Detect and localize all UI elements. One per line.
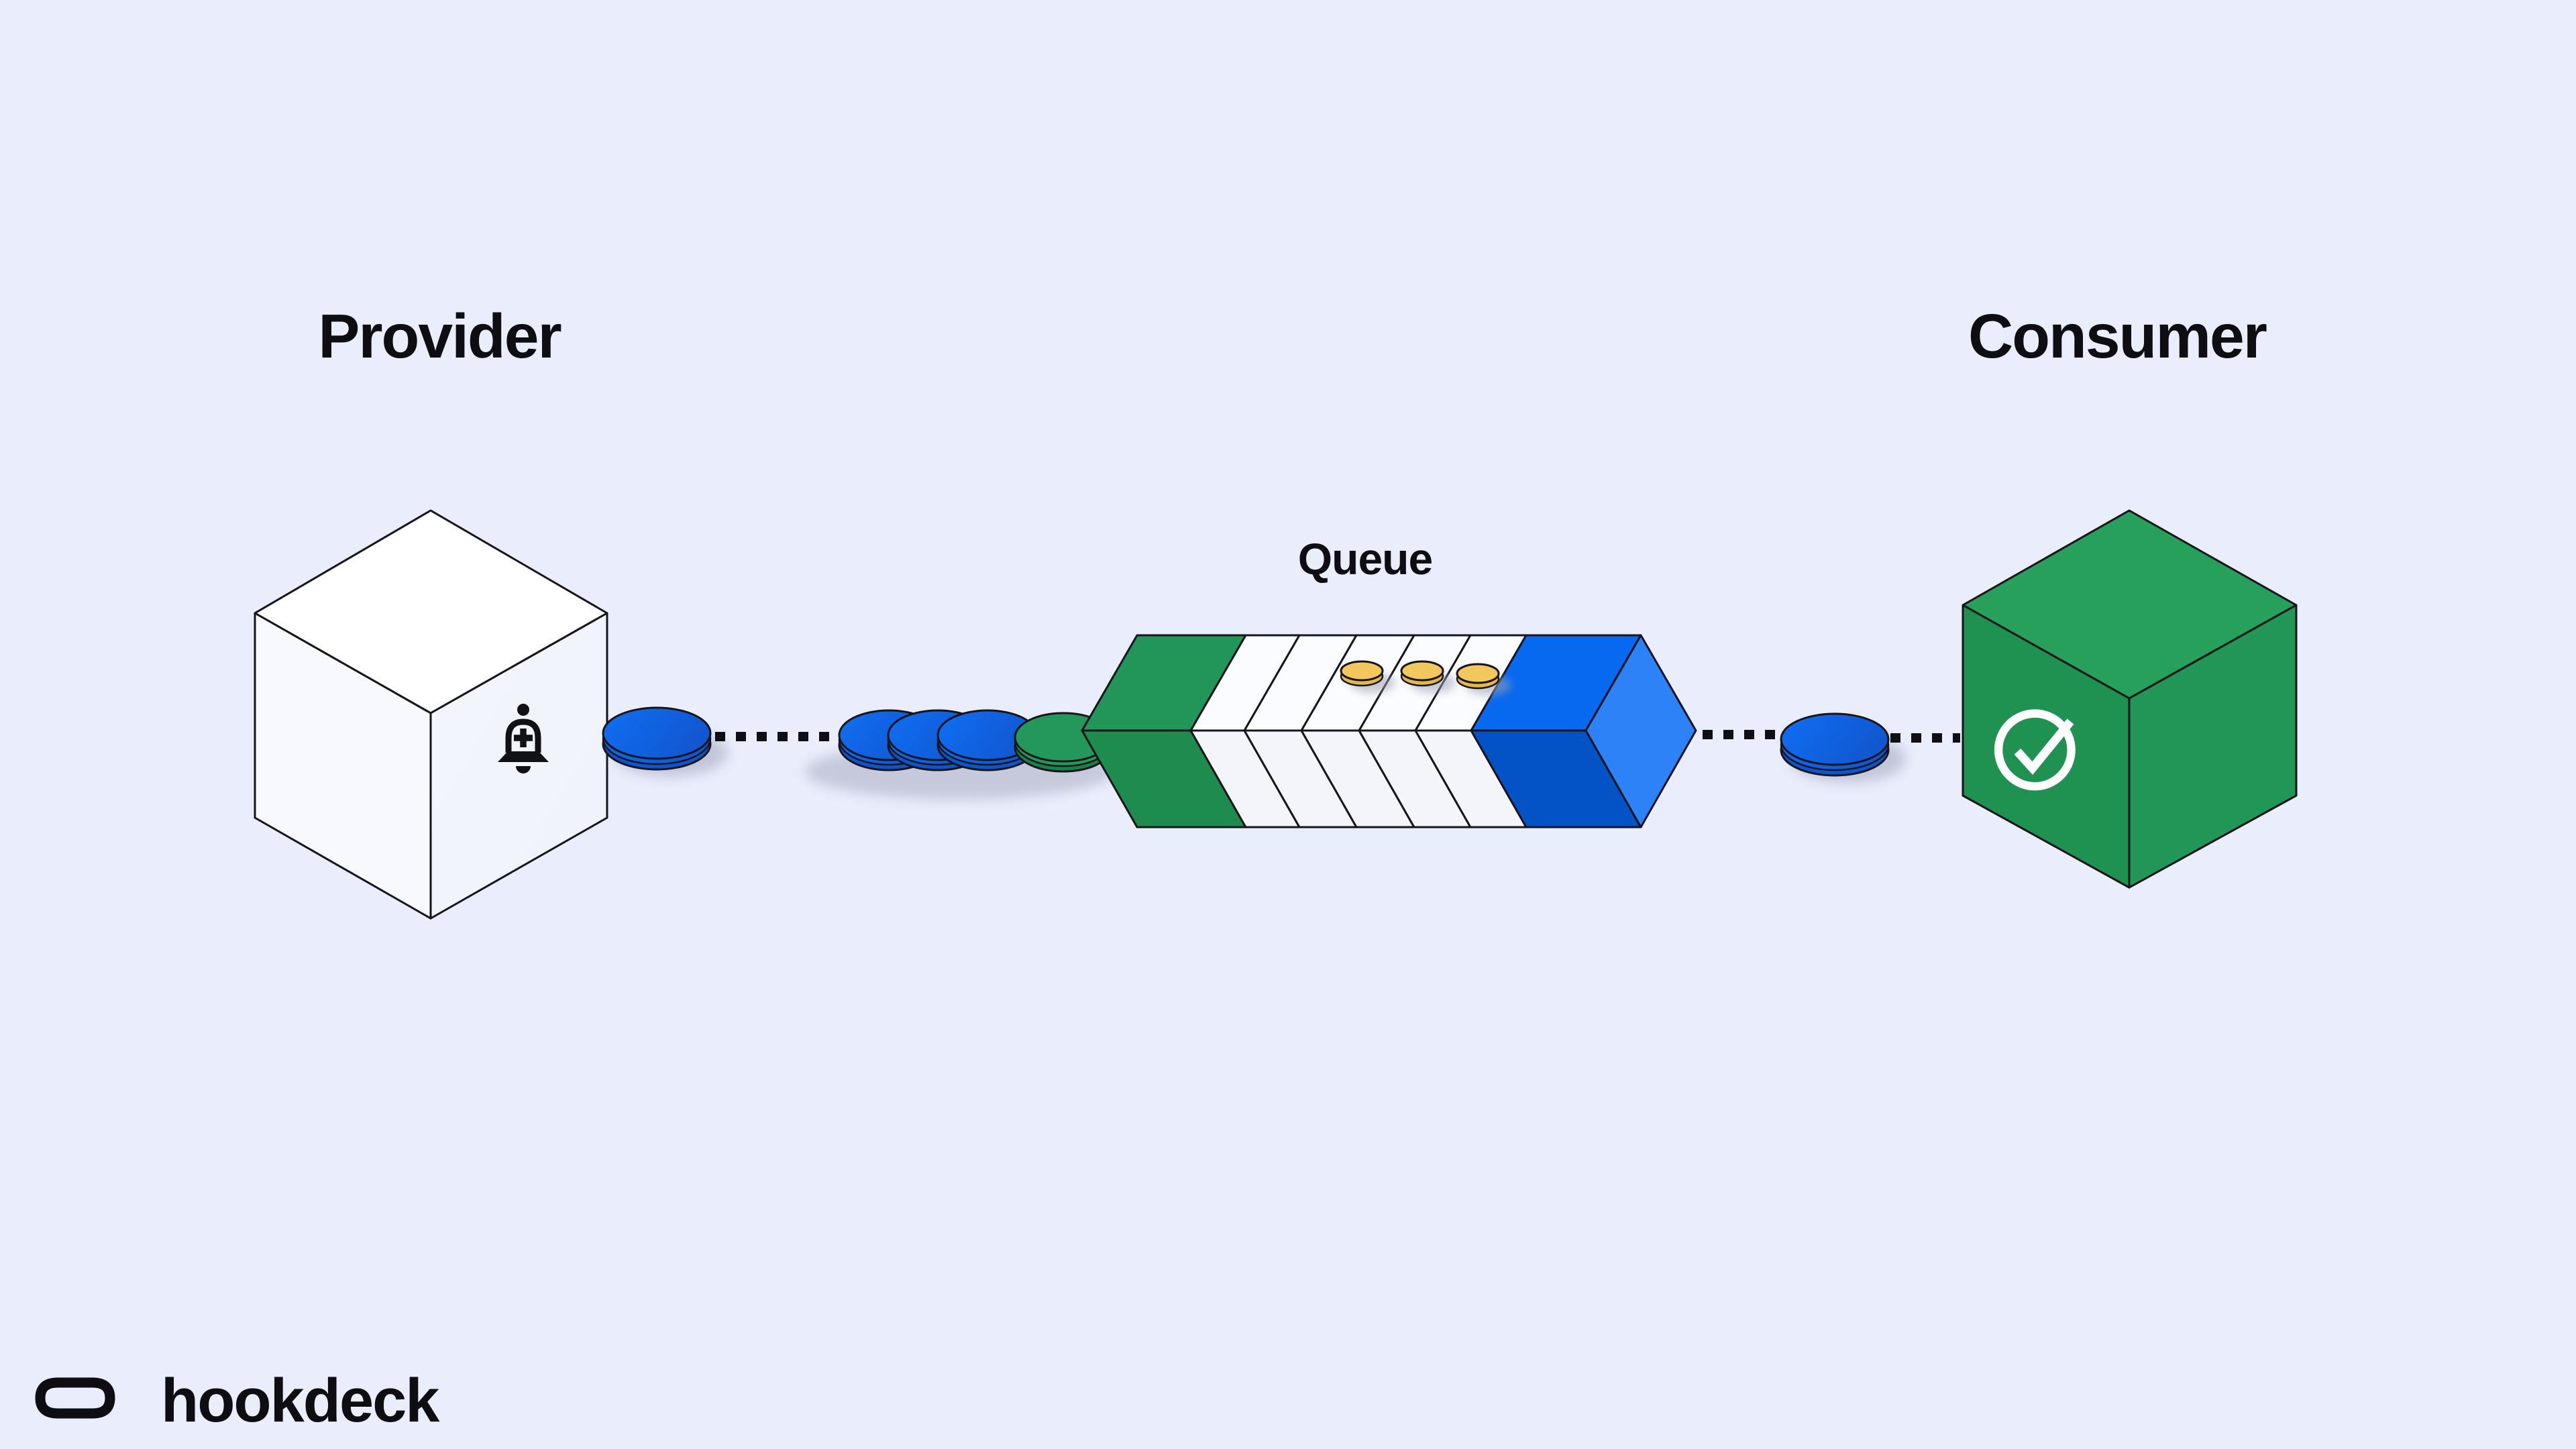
coin — [1456, 663, 1511, 696]
coin — [1340, 660, 1395, 693]
consumer-label: Consumer — [1968, 301, 2267, 371]
hookdeck-link-icon — [35, 1377, 115, 1419]
consumer-cube — [1962, 509, 2298, 889]
queue-label: Queue — [1297, 534, 1433, 584]
provider-label: Provider — [318, 301, 561, 371]
coin — [1400, 660, 1456, 693]
hookdeck-wordmark: hookdeck — [161, 1366, 439, 1435]
message-disk — [602, 706, 728, 777]
message-disk — [1780, 712, 1906, 783]
message-disk-cluster — [805, 709, 1114, 800]
provider-cube — [254, 509, 608, 920]
queue-segment-blue — [1470, 634, 1697, 828]
bell-add-icon — [498, 704, 549, 773]
queue — [1081, 634, 1697, 828]
queue-coins — [1340, 660, 1511, 696]
check-circle-icon — [1994, 709, 2076, 791]
